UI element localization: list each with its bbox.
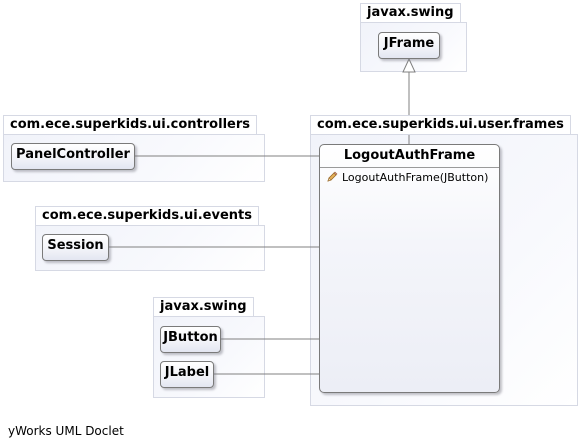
package-name: com.ece.superkids.ui.controllers	[3, 115, 257, 135]
class-name: PanelController	[16, 147, 130, 162]
package-name: javax.swing	[360, 3, 461, 23]
class-name: JButton	[163, 330, 218, 345]
class-name: Session	[47, 238, 104, 253]
constructor-member[interactable]: LogoutAuthFrame(JButton)	[320, 168, 499, 184]
footer-credit: yWorks UML Doclet	[8, 424, 124, 438]
constructor-signature: LogoutAuthFrame(JButton)	[342, 171, 489, 184]
class-name: JFrame	[383, 36, 435, 51]
package-name: com.ece.superkids.ui.events	[35, 206, 259, 226]
class-name: JLabel	[164, 365, 210, 380]
class-logoutauthframe[interactable]: LogoutAuthFrame LogoutAuthFrame(JButton)	[319, 144, 500, 393]
class-session[interactable]: Session	[42, 234, 109, 261]
class-jframe[interactable]: JFrame	[378, 32, 440, 59]
class-jbutton[interactable]: JButton	[160, 326, 221, 353]
generalization-arrowhead	[402, 57, 416, 73]
package-name: com.ece.superkids.ui.user.frames	[310, 115, 571, 135]
class-name: LogoutAuthFrame	[320, 145, 499, 168]
class-panelcontroller[interactable]: PanelController	[11, 143, 135, 170]
package-name: javax.swing	[153, 297, 254, 317]
pencil-icon	[326, 171, 338, 183]
class-jlabel[interactable]: JLabel	[160, 361, 214, 388]
